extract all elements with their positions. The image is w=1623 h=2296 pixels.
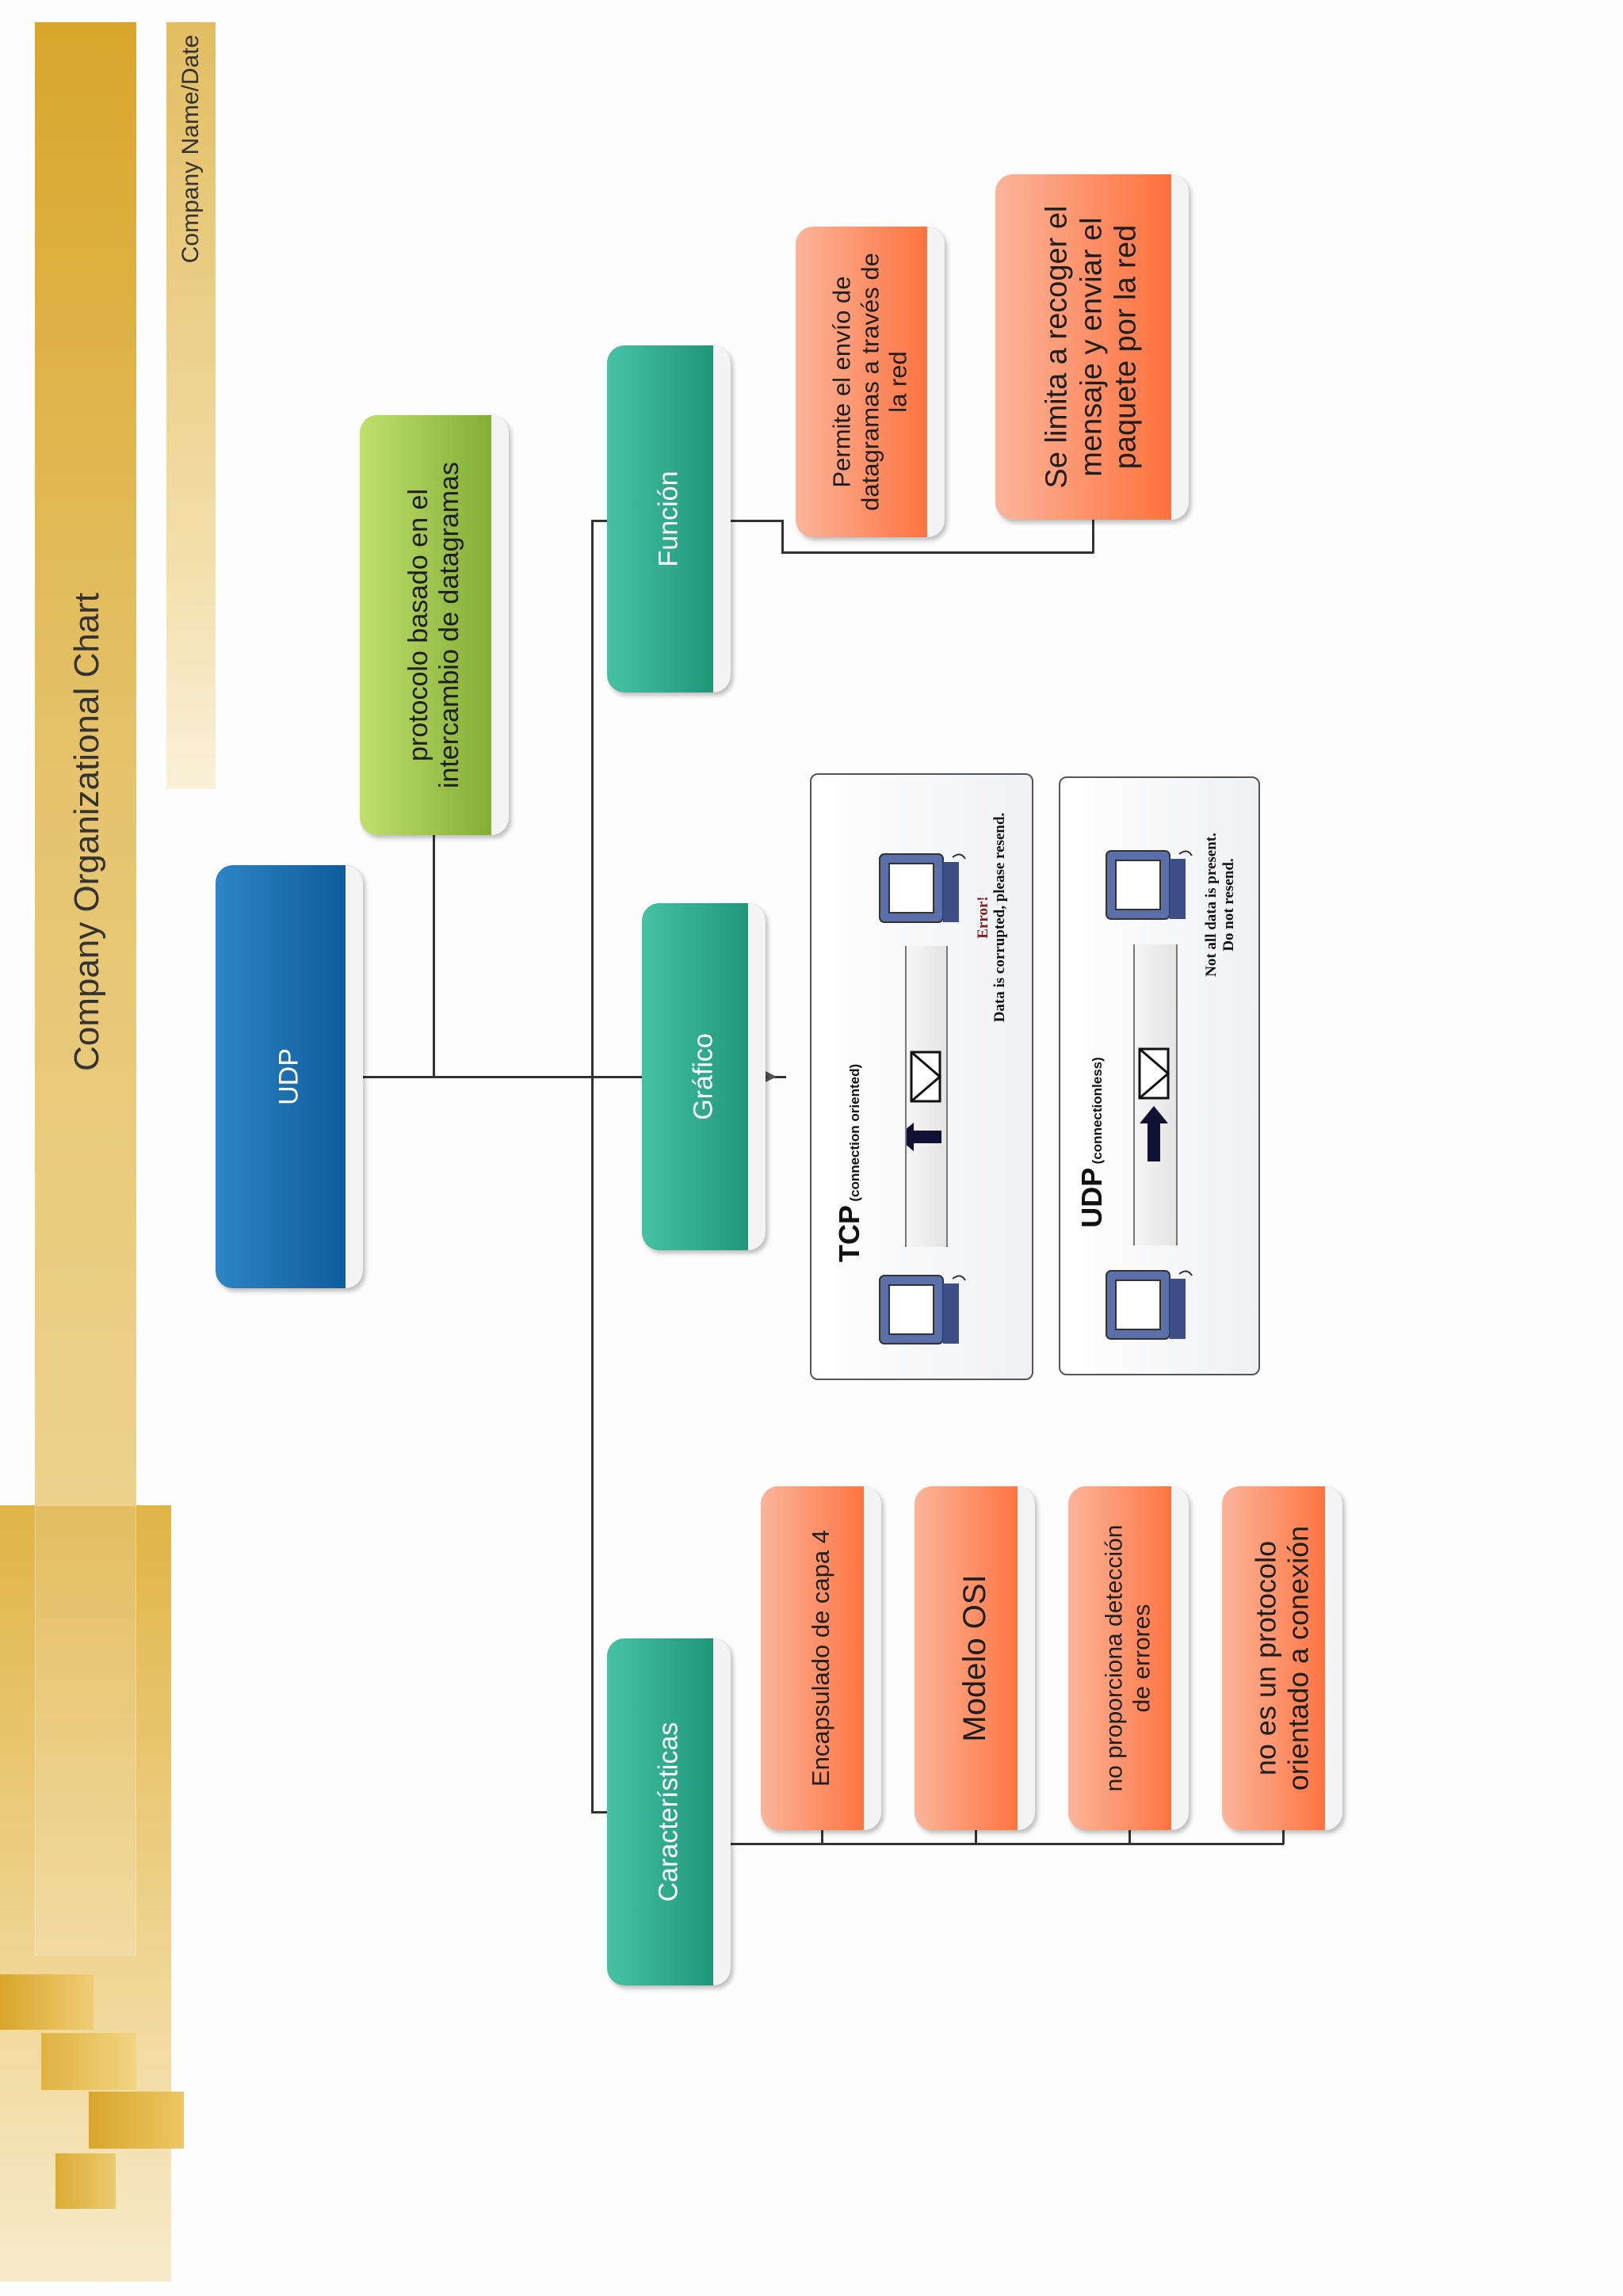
caracteristicas-node[interactable]: Características [607,1638,731,1985]
tcp-title-wrap: TCP (connection oriented) [833,1064,866,1262]
connector-root-trunk [358,1076,786,1078]
caracteristica-item-2-label: Modelo OSI [957,1574,992,1742]
udp-message-line2: Do not resend. [1220,858,1237,952]
caracteristica-item-4-label: no es un protocolo orientado a conexión [1249,1525,1315,1791]
funcion-item-2[interactable]: Se limita a recoger el mensaje y enviar … [995,174,1189,520]
connector-car-item4 [1282,1822,1285,1844]
root-label: UDP [273,1048,304,1105]
company-name-date: Company Name/Date [178,34,204,264]
gold-frame-inner [35,1505,136,1955]
tcp-subtitle: (connection oriented) [847,1063,862,1202]
grafico-label: Gráfico [688,1033,719,1120]
udp-panel: UDP (connectionless) Not all data is pre… [1059,776,1260,1375]
udp-title-wrap: UDP (connectionless) [1075,1057,1109,1228]
tcp-title-area: TCP (connection oriented) [826,981,873,1345]
caracteristica-item-2[interactable]: Modelo OSI [915,1486,1035,1830]
tcp-error-word: Error! [975,896,992,939]
caracteristicas-label: Características [653,1722,684,1902]
gold-block-4 [55,2153,116,2209]
computer-icon [1106,850,1193,920]
connector-car-item3 [1128,1822,1131,1844]
tcp-panel: TCP (connection oriented) Error! Data is… [810,773,1033,1380]
udp-message-line1: Not all data is present. [1203,833,1220,977]
funcion-item-1-label: Permite el envío de datagramas a través … [827,253,912,511]
funcion-item-2-label: Se limita a recoger el mensaje y enviar … [1040,205,1143,489]
definition-node[interactable]: protocolo basado en el intercambio de da… [360,415,509,835]
connector-car-item2 [975,1822,977,1844]
connector-car-items-h [727,1843,1284,1845]
box-lip [1325,1486,1342,1830]
tcp-error-text: Error! Data is corrupted, please resend. [975,812,1009,1023]
tcp-title: TCP [833,1205,865,1263]
connector-funcion-items-h [727,520,783,522]
box-lip [927,227,945,537]
box-lip [1018,1486,1035,1830]
gold-block-3 [89,2092,184,2149]
udp-message-area: Not all data is present. Do not resend. [1197,802,1244,1008]
gold-bar-header [166,22,216,789]
box-lip [864,1486,881,1830]
arrow-icon [907,1123,941,1151]
connector-category-spine [591,520,594,1813]
gold-block-1 [0,1974,94,2030]
box-lip [713,345,731,692]
connector-funcion-item2 [1092,517,1094,553]
connector-caracteristicas [591,1811,610,1814]
arrow-icon [1140,1106,1168,1161]
connector-funcion-items-v [781,520,784,553]
udp-message: Not all data is present. Do not resend. [1203,833,1238,977]
funcion-label: Función [653,471,684,567]
caracteristica-item-1-label: Encapsulado de capa 4 [807,1529,835,1787]
page-title: Company Organizational Chart [67,592,106,1072]
box-lip [748,903,766,1250]
tcp-error-message: Data is corrupted, please resend. [991,812,1008,1023]
gold-block-2 [41,2033,136,2090]
udp-subtitle: (connectionless) [1090,1057,1105,1165]
computer-icon [1106,1270,1193,1340]
envelope-icon [910,1051,941,1103]
udp-title: UDP [1075,1167,1108,1228]
box-lip [346,865,363,1288]
envelope-icon [1138,1047,1170,1100]
caracteristica-item-3-label: no proporciona detección de errores [1101,1524,1155,1792]
definition-label: protocolo basado en el intercambio de da… [403,462,464,789]
company-date-area: Company Name/Date [166,22,216,276]
funcion-node[interactable]: Función [607,345,731,692]
funcion-item-1[interactable]: Permite el envío de datagramas a través … [796,227,945,537]
title-area: Company Organizational Chart [48,475,127,1188]
arrow-to-grafico-panel [762,1070,777,1084]
box-lip [1171,174,1189,520]
box-lip [1171,1486,1189,1830]
connector-definition [433,833,435,1077]
box-lip [491,415,509,835]
connector-funcion-items-h2 [781,551,1094,554]
tcp-error-area: Error! Data is corrupted, please resend. [967,783,1018,1052]
grafico-node[interactable]: Gráfico [642,903,766,1250]
caracteristica-item-3[interactable]: no proporciona detección de errores [1068,1486,1189,1830]
connector-car-item1 [821,1822,823,1844]
caracteristica-item-1[interactable]: Encapsulado de capa 4 [761,1486,881,1830]
connector-funcion [591,520,610,522]
computer-icon [879,853,966,923]
root-node[interactable]: UDP [216,865,363,1288]
computer-icon [879,1275,966,1344]
caracteristica-item-4[interactable]: no es un protocolo orientado a conexión [1222,1486,1342,1830]
box-lip [713,1638,731,1985]
